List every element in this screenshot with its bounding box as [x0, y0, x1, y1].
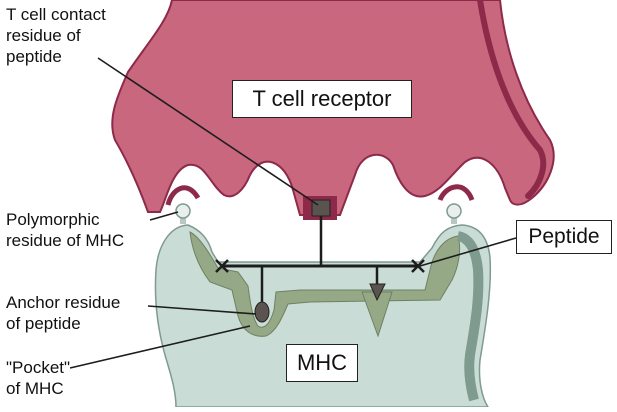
- leader-polymorphic: [150, 212, 178, 220]
- label-polymorphic-line-1: Polymorphic: [6, 209, 124, 230]
- label-polymorphic-line-2: residue of MHC: [6, 230, 124, 251]
- label-tcr-contact-line-1: T cell contact: [6, 4, 106, 25]
- label-tcr-contact-line-2: residue of: [6, 25, 106, 46]
- polymorphic-residue-right: [447, 204, 461, 224]
- label-mhc: MHC: [286, 344, 358, 382]
- label-tcell-receptor: T cell receptor: [232, 80, 412, 118]
- label-pocket-line-1: "Pocket": [6, 357, 70, 378]
- label-peptide: Peptide: [516, 220, 612, 254]
- label-pocket: "Pocket" of MHC: [6, 357, 70, 399]
- label-tcr-contact: T cell contact residue of peptide: [6, 4, 106, 67]
- label-pocket-line-2: of MHC: [6, 378, 70, 399]
- label-polymorphic: Polymorphic residue of MHC: [6, 209, 124, 251]
- label-tcr-contact-line-3: peptide: [6, 46, 106, 67]
- polymorphic-residue-left: [176, 204, 190, 224]
- label-anchor-line-2: of peptide: [6, 313, 120, 334]
- t-cell-receptor-lobe-left: [168, 188, 198, 205]
- anchor-residue: [255, 302, 269, 322]
- label-anchor: Anchor residue of peptide: [6, 292, 120, 334]
- label-anchor-line-1: Anchor residue: [6, 292, 120, 313]
- t-cell-receptor-lobe-right: [440, 187, 472, 200]
